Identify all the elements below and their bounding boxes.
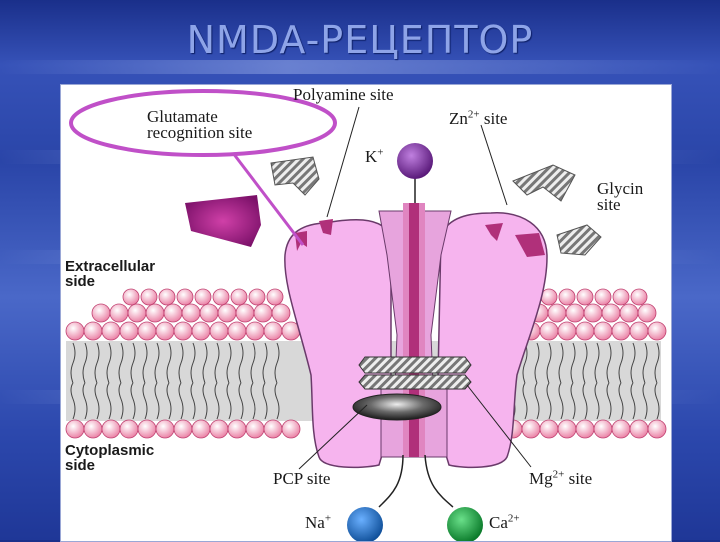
lipid-heads-lower bbox=[65, 419, 667, 439]
background-streak bbox=[0, 60, 720, 74]
zn-site-label: Zn2+ site bbox=[449, 108, 508, 128]
receptor-diagram bbox=[65, 89, 667, 541]
k-ion bbox=[397, 143, 433, 179]
na-ion bbox=[347, 507, 383, 541]
receptor-right-lobe bbox=[436, 212, 548, 469]
mg-block bbox=[358, 356, 472, 374]
glutamate-highlight-ellipse bbox=[69, 89, 337, 157]
slide-title: NMDA-РЕЦЕПТОР bbox=[186, 18, 534, 62]
ca-ion-label: Ca2+ bbox=[489, 512, 520, 532]
na-ion-label: Na+ bbox=[305, 512, 332, 532]
label-pointer-lines bbox=[298, 106, 532, 470]
polyamine-ligand bbox=[270, 156, 320, 196]
mg-block-lower bbox=[358, 374, 472, 390]
glycine-binding-notch bbox=[485, 223, 503, 241]
polyamine-site-label: Polyamine site bbox=[293, 85, 394, 104]
glutamate-molecule bbox=[185, 195, 261, 247]
pcp-site-label: PCP site bbox=[273, 469, 331, 488]
na-flow-arrow bbox=[378, 454, 404, 508]
zn-binding-notch bbox=[515, 233, 545, 257]
glutamate-pointer-line bbox=[231, 152, 305, 246]
glycine-ligand-top bbox=[512, 164, 576, 202]
polyamine-binding-notch bbox=[319, 219, 333, 235]
k-ion-label: K+ bbox=[365, 146, 384, 166]
glycine-ligand-bottom bbox=[556, 224, 602, 256]
mg-site-label: Mg2+ site bbox=[529, 468, 593, 488]
ca-flow-arrow bbox=[424, 454, 454, 508]
ca-ion bbox=[447, 507, 483, 541]
pcp-disk bbox=[352, 393, 442, 421]
